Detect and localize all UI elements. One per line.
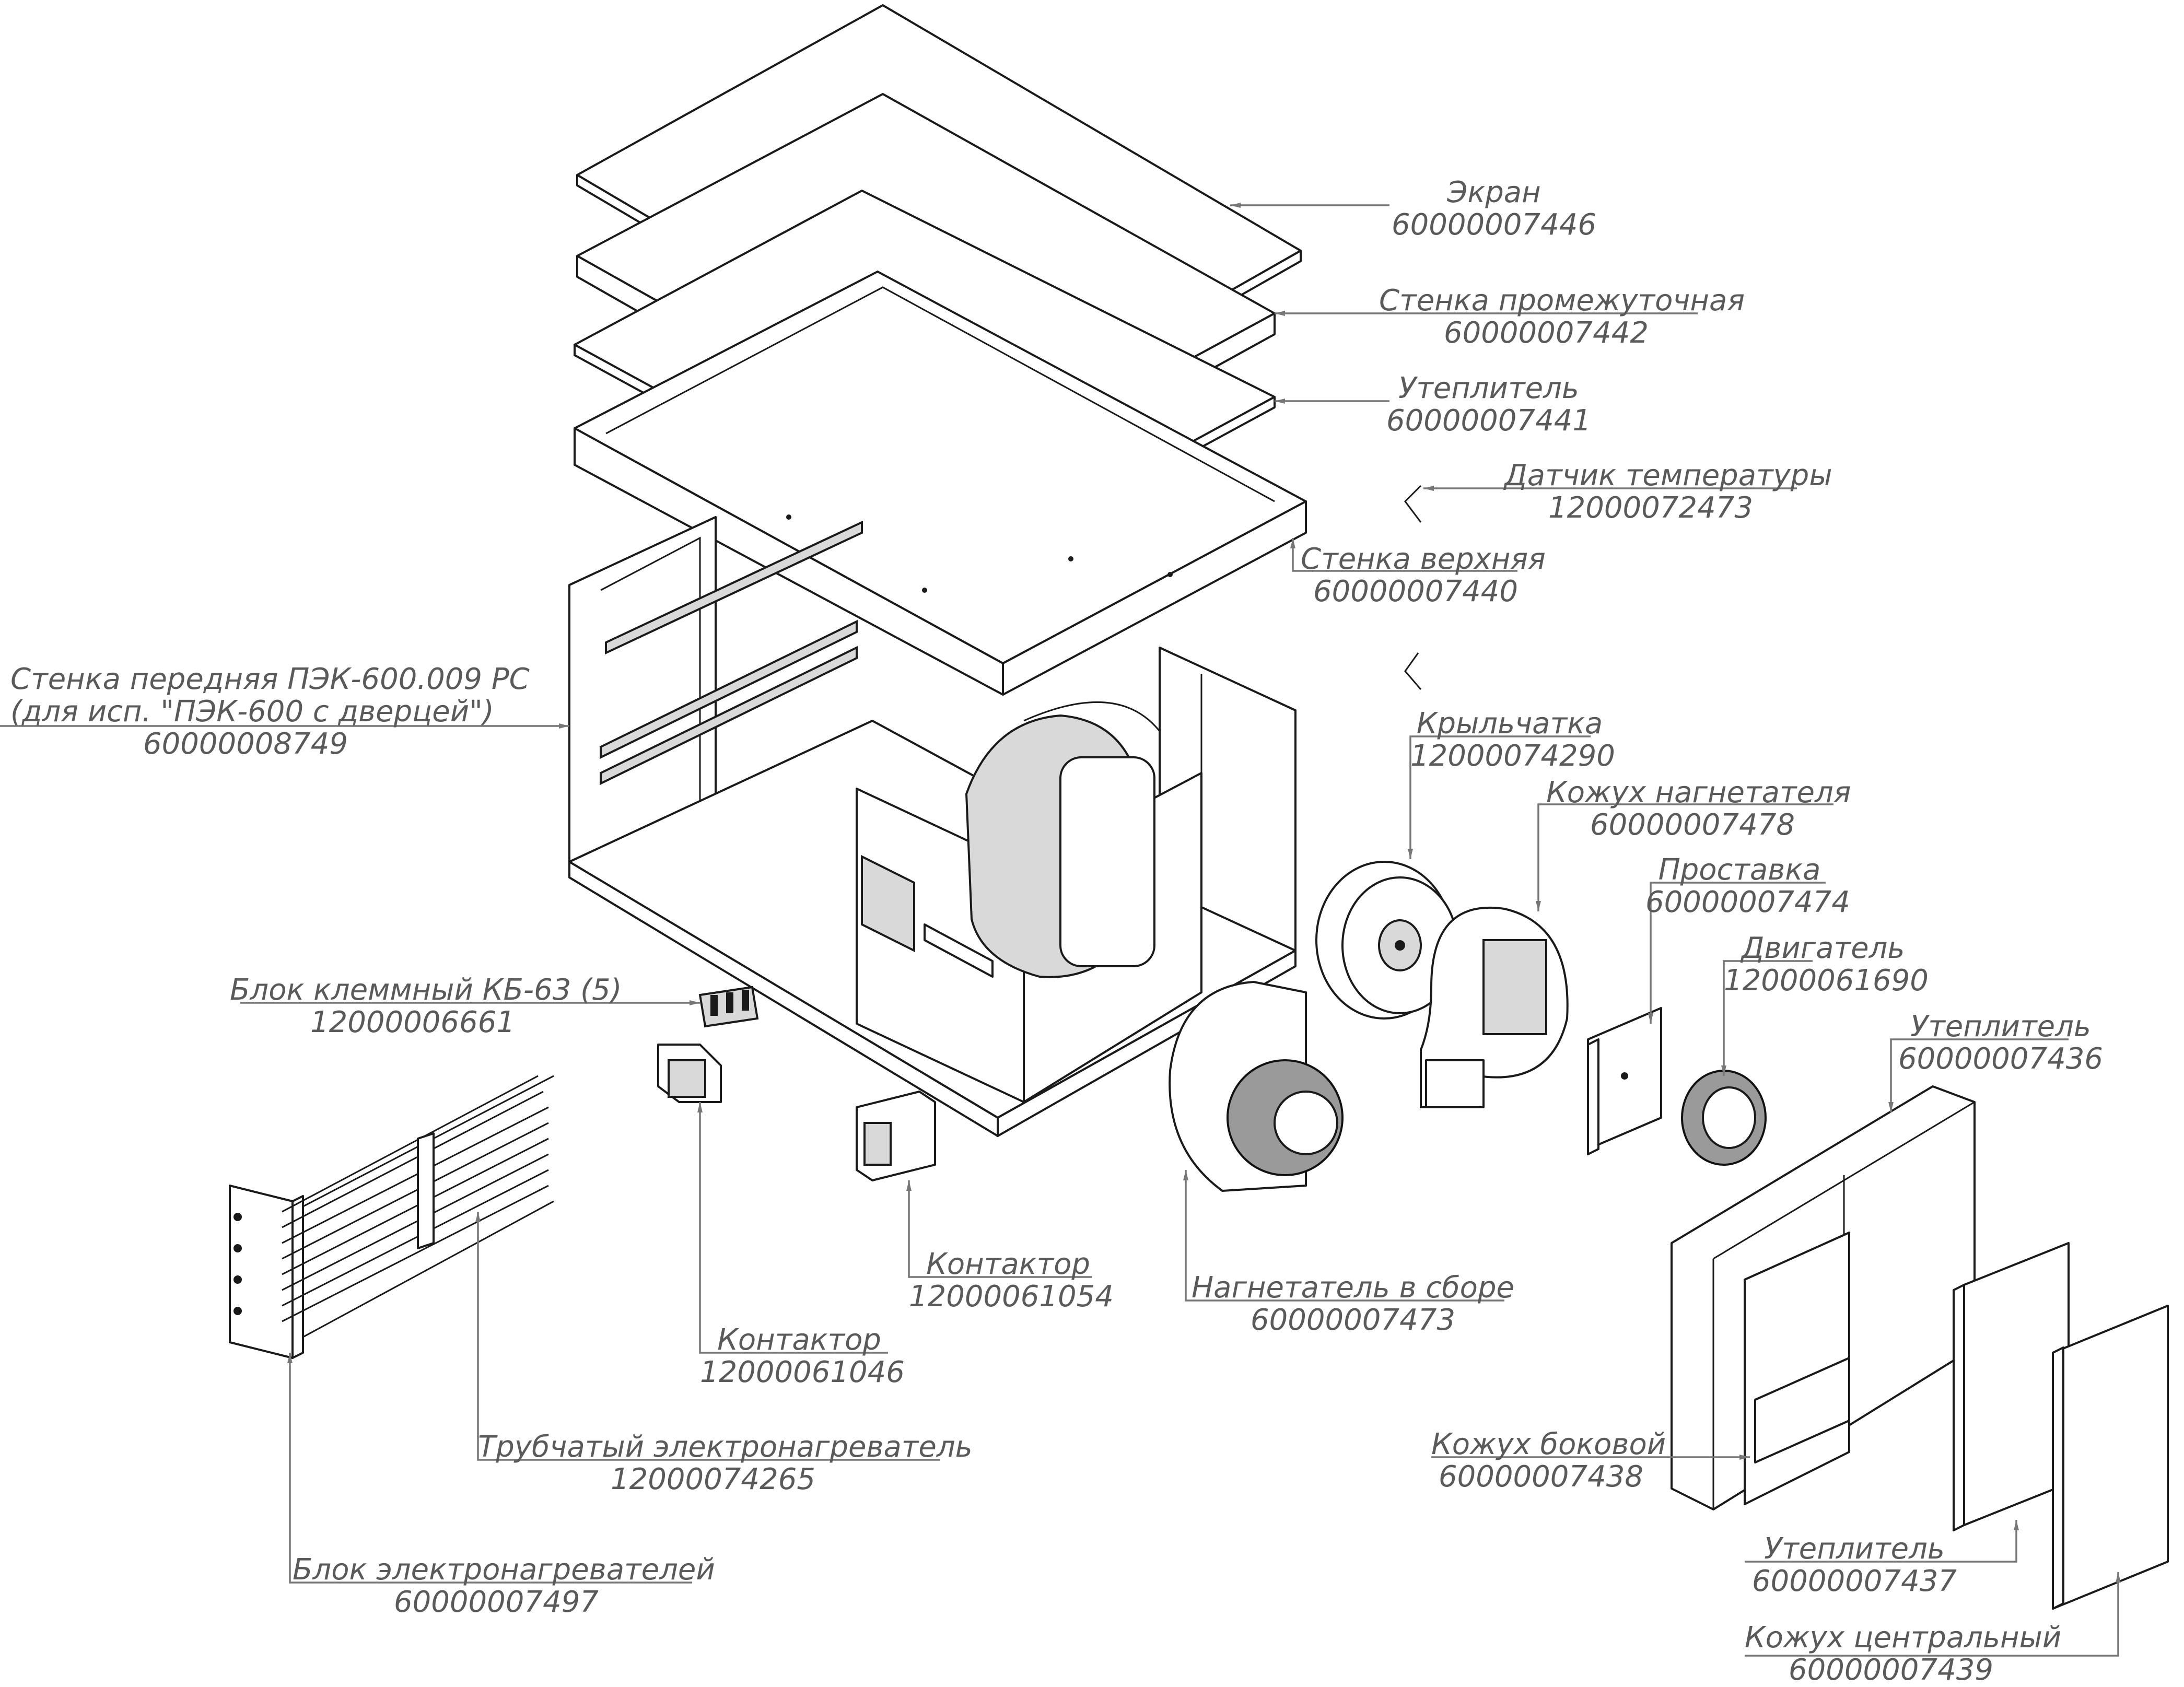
label-name: Блок клеммный КБ-63 (5) [230, 973, 622, 1007]
main-housing [568, 516, 1297, 1137]
label-trubchatyi: Трубчатый электронагреватель 12000074265 [478, 1430, 973, 1496]
label-stenka-perednyaya: Стенка передняя ПЭК-600.009 РС (для исп.… [10, 662, 530, 761]
label-stenka-promezhutochnaya: Стенка промежуточная 60000007442 [1379, 284, 1745, 350]
terminal-block [698, 986, 759, 1028]
temperature-sensor [1404, 485, 1422, 690]
label-name: Стенка передняя ПЭК-600.009 РС [10, 662, 530, 696]
label-code: 60000007437 [1752, 1564, 1957, 1598]
label-name: Датчик температуры [1504, 459, 1832, 493]
label-name: Блок электронагревателей [293, 1553, 715, 1587]
spacer [1587, 1007, 1662, 1155]
label-code: 12000072473 [1548, 491, 1753, 525]
label-code: 12000061054 [909, 1280, 1114, 1314]
label-code: 60000008749 [143, 727, 348, 761]
label-code: 60000007473 [1251, 1303, 1455, 1337]
label-code: 12000061690 [1724, 964, 1929, 998]
motor [1681, 1070, 1767, 1166]
label-name: Утеплитель [1398, 371, 1579, 405]
label-uteplitel-436: Утеплитель 60000007436 [1891, 1011, 2110, 1075]
label-kozhuh-centralnyi: Кожух центральный 60000007439 [1745, 1621, 2062, 1687]
label-name: Контактор [926, 1247, 1090, 1281]
label-kontaktor-046: Контактор 12000061046 [700, 1323, 905, 1389]
label-datchik: Датчик температуры 12000072473 [1504, 459, 1832, 525]
contactor-large [856, 1091, 936, 1181]
label-name: Кожух боковой [1431, 1427, 1666, 1461]
label-uteplitel-441: Утеплитель 60000007441 [1379, 372, 1598, 437]
label-name: Крыльчатка [1416, 707, 1603, 741]
label-code: 60000007440 [1313, 575, 1518, 608]
label-code: 12000061046 [700, 1355, 905, 1389]
label-kozhuh-bokovoi: Кожух боковой 60000007438 [1431, 1427, 1666, 1494]
label-krylchatka: Крыльчатка 12000074290 [1410, 707, 1615, 773]
label-code: 60000007478 [1590, 808, 1795, 842]
label-name: Проставка [1658, 853, 1821, 887]
heater-block [229, 1075, 554, 1359]
label-name: Кожух центральный [1745, 1621, 2062, 1655]
blower-housing [1420, 906, 1569, 1108]
label-code: 12000074290 [1410, 739, 1615, 773]
contactor-small [657, 1044, 722, 1103]
leader-lines [0, 203, 2121, 1657]
label-name: Контактор [717, 1323, 881, 1357]
label-code: 12000006661 [310, 1005, 515, 1039]
label-code: 60000007442 [1444, 316, 1649, 350]
label-code: 60000007474 [1645, 885, 1850, 919]
insulation-panel [1953, 1242, 2070, 1531]
impeller [1315, 861, 1458, 1020]
label-name: Стенка верхняя [1301, 542, 1546, 576]
label-nagnetatel: Нагнетатель в сборе 60000007473 [1191, 1272, 1515, 1337]
label-name: Нагнетатель в сборе [1192, 1271, 1514, 1305]
central-cover [2052, 1305, 2169, 1610]
label-stenka-verhnyaya: Стенка верхняя 60000007440 [1301, 542, 1546, 608]
label-name: Стенка промежуточная [1379, 284, 1745, 318]
label-name: Двигатель [1741, 931, 1905, 965]
label-name: Кожух нагнетателя [1546, 776, 1851, 810]
label-name: Утеплитель [1910, 1010, 2091, 1044]
label-kontaktor-054: Контактор 12000061054 [909, 1247, 1114, 1314]
label-uteplitel-437: Утеплитель 60000007437 [1745, 1533, 1964, 1598]
label-code: 60000007436 [1898, 1042, 2103, 1076]
label-blok-klemmnyi: Блок клеммный КБ-63 (5) 12000006661 [230, 973, 622, 1039]
label-code: 60000007439 [1789, 1653, 1993, 1687]
label-code: 60000007446 [1392, 208, 1596, 242]
label-name: Экран [1447, 175, 1541, 209]
label-ekran: Экран 60000007446 [1384, 177, 1604, 241]
label-dvigatel: Двигатель 12000061690 [1724, 931, 1929, 998]
label-code: 60000007497 [394, 1585, 599, 1619]
label-blok-elektronagrevatelei: Блок электронагревателей 60000007497 [293, 1553, 715, 1619]
side-cover [1744, 1232, 1850, 1505]
label-prostavka: Проставка 60000007474 [1645, 853, 1850, 919]
label-code: 60000007441 [1386, 404, 1591, 438]
blower-assembly [1169, 981, 1344, 1192]
label-kozhuh-nagnetatelya: Кожух нагнетателя 60000007478 [1546, 776, 1851, 842]
label-code: 12000074265 [611, 1462, 815, 1496]
label-name: Трубчатый электронагреватель [478, 1430, 973, 1464]
label-name-2: (для исп. "ПЭК-600 с дверцей") [10, 695, 494, 729]
label-code: 60000007438 [1439, 1460, 1643, 1494]
label-name: Утеплитель [1764, 1532, 1945, 1566]
